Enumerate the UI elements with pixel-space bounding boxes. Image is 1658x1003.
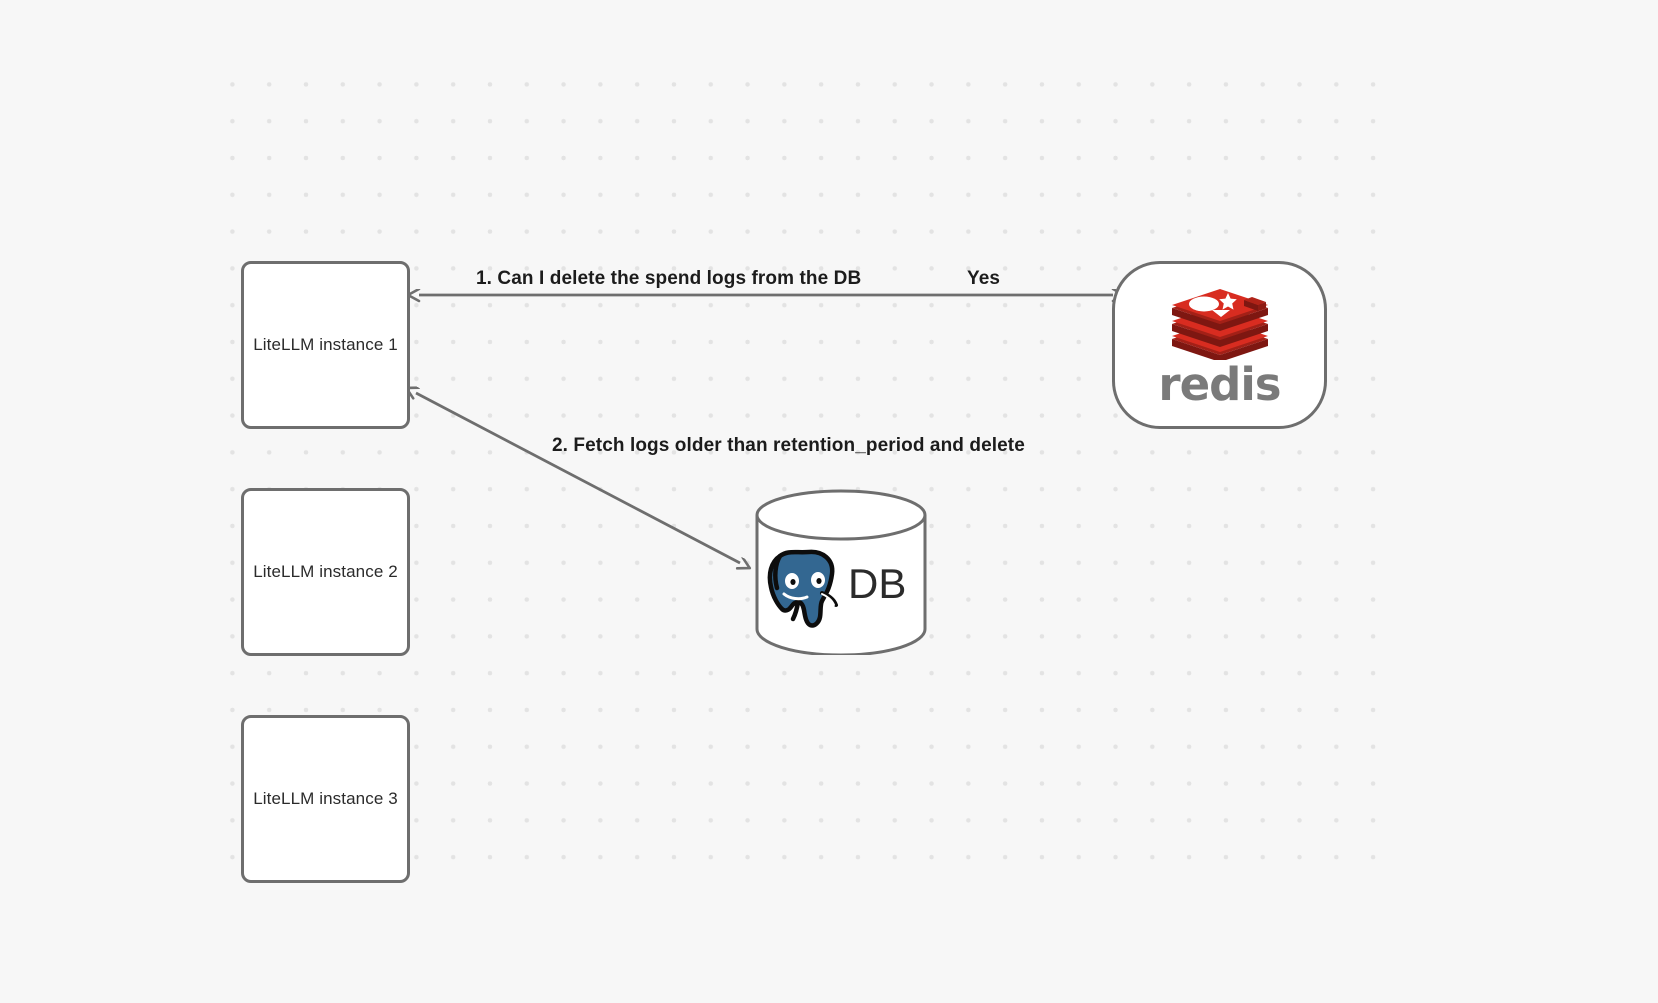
node-label-litellm-3: LiteLLM instance 3 — [253, 789, 398, 808]
edge-label-1-reply: Yes — [967, 268, 1001, 289]
edge-litellm1-db — [416, 393, 740, 563]
postgresql-elephant-icon — [762, 547, 852, 631]
edge-label-2: 2. Fetch logs older than retention_perio… — [552, 435, 1025, 456]
db-text-label: DB — [848, 560, 907, 607]
node-label-litellm-2: LiteLLM instance 2 — [253, 562, 398, 581]
redis-logo-icon — [1168, 284, 1272, 362]
node-litellm-instance-2[interactable]: LiteLLM instance 2 — [241, 488, 410, 656]
node-postgres-db[interactable]: DB — [754, 489, 928, 657]
redis-wordmark: redis — [1158, 357, 1281, 411]
node-litellm-instance-3[interactable]: LiteLLM instance 3 — [241, 715, 410, 883]
edge-label-1: 1. Can I delete the spend logs from the … — [476, 268, 862, 289]
node-redis[interactable]: redis — [1112, 261, 1327, 429]
node-litellm-instance-1[interactable]: LiteLLM instance 1 — [241, 261, 410, 429]
node-label-litellm-1: LiteLLM instance 1 — [253, 335, 398, 354]
